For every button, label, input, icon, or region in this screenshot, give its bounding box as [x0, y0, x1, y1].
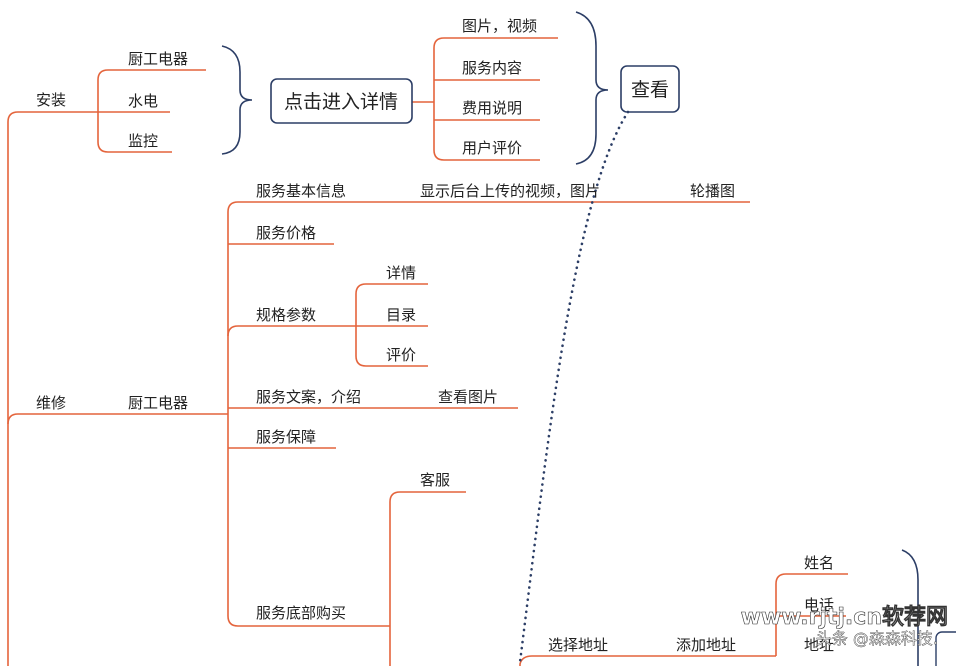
node-click-detail[interactable]: 点击进入详情: [284, 91, 398, 113]
brackets: [221, 11, 919, 666]
node-bottom-buy: 服务底部购买: [256, 604, 346, 622]
node-spec-detail: 详情: [386, 264, 416, 282]
branch-lines: [7, 37, 848, 666]
labels: 安装 厨工电器 水电 监控 点击进入详情 查看 图片，视频 服务内容 费用说明 …: [36, 17, 834, 654]
connector-install-monitor: [97, 112, 172, 153]
node-guarantee: 服务保障: [256, 428, 316, 446]
node-picture-video: 图片，视频: [462, 17, 537, 35]
bracket-detail: [575, 11, 609, 165]
node-install-monitor: 监控: [128, 132, 158, 150]
node-fee-desc: 费用说明: [462, 99, 522, 117]
node-spec-review: 评价: [386, 346, 416, 364]
node-price: 服务价格: [256, 224, 316, 242]
dotted-relation-line: [518, 110, 630, 664]
connector-bottom-customer-service: [389, 491, 466, 666]
bracket-install: [221, 45, 253, 155]
node-view-images: 查看图片: [438, 388, 498, 406]
connector-detail-review: [433, 102, 540, 161]
node-view[interactable]: 查看: [631, 79, 669, 101]
node-basic-info: 服务基本信息: [256, 182, 346, 200]
node-install-kitchen: 厨工电器: [128, 50, 188, 68]
bracket-address: [901, 549, 919, 666]
node-phone: 电话: [804, 596, 834, 614]
node-copy-intro: 服务文案，介绍: [256, 388, 361, 406]
node-carousel: 轮播图: [690, 182, 735, 200]
watermark-site: www.rjtj.cn软荐网: [741, 604, 948, 630]
connector-detail-picture: [433, 37, 558, 102]
node-show-backend: 显示后台上传的视频，图片: [420, 182, 600, 200]
click-detail-box[interactable]: [270, 78, 413, 124]
connector-spec-detail: [355, 283, 428, 326]
connector-kitchen-trunk: [227, 201, 750, 414]
watermark: www.rjtj.cn软荐网 头条 @森森科技.: [740, 604, 948, 649]
node-add-address: 添加地址: [676, 636, 736, 654]
connector-kitchen-spec: [227, 325, 356, 337]
node-spec: 规格参数: [256, 306, 316, 324]
connector-repair-branch: [7, 413, 98, 425]
node-spec-catalog: 目录: [386, 306, 416, 324]
connector-spec-review: [355, 326, 428, 367]
connector-install-children: [97, 69, 206, 112]
node-repair: 维修: [36, 394, 66, 412]
address-panel-box-edge: [935, 631, 956, 666]
node-install: 安装: [36, 91, 66, 109]
connector-root-trunk: [7, 111, 98, 666]
connector-kitchen-bottom: [227, 414, 390, 627]
node-install-water: 水电: [128, 92, 158, 110]
connector-select-address: [519, 655, 776, 666]
node-repair-kitchen: 厨工电器: [128, 394, 188, 412]
connector-address-name: [775, 573, 848, 656]
node-address: 地址: [804, 636, 834, 654]
node-select-address: 选择地址: [548, 636, 608, 654]
boxes: [270, 65, 956, 666]
node-user-review: 用户评价: [462, 139, 522, 157]
node-customer-service: 客服: [420, 471, 450, 489]
node-service-content: 服务内容: [462, 59, 522, 77]
node-name: 姓名: [804, 554, 834, 572]
watermark-source: 头条 @森森科技.: [816, 629, 938, 648]
view-box[interactable]: [620, 65, 680, 113]
